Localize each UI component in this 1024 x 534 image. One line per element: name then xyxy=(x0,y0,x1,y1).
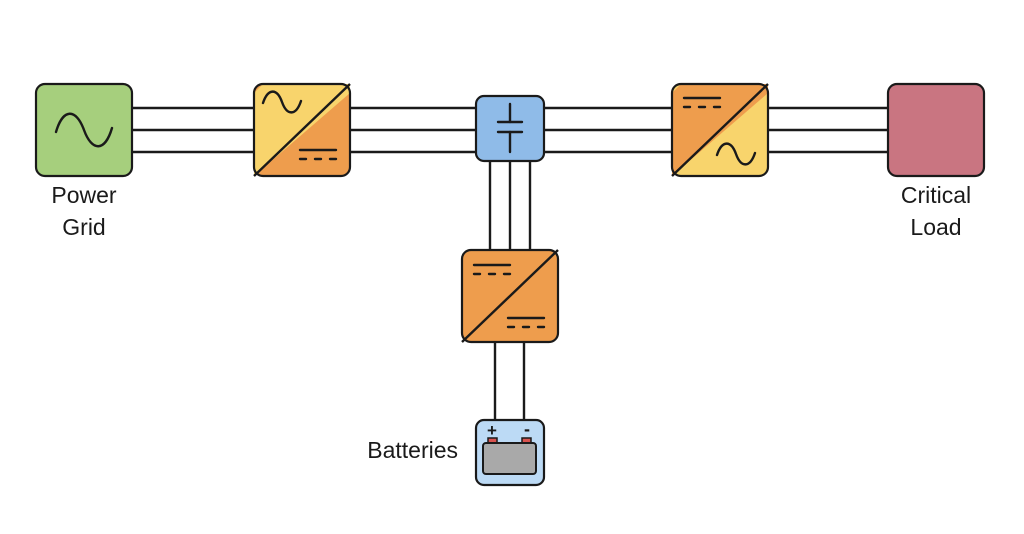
battery-icon xyxy=(482,437,537,475)
dcdc-diagonal xyxy=(461,249,559,343)
dcdc-top-dc-icon xyxy=(472,263,512,276)
rectifier-sine-icon xyxy=(261,90,303,114)
critical-load-label-line2: Load xyxy=(910,214,961,240)
battery-minus-sign: - xyxy=(524,419,530,439)
inverter-node xyxy=(670,82,770,178)
rectifier-dc-icon xyxy=(298,148,338,161)
power-grid-label-line1: Power xyxy=(51,182,117,208)
batteries-node: + - xyxy=(474,418,546,487)
bus-to-dcdc-wires xyxy=(488,161,532,250)
ac-input-wires xyxy=(133,106,254,154)
inverter-diagonal xyxy=(671,83,769,177)
dcdc-bottom-dc-icon xyxy=(506,316,546,329)
inverter-dc-icon xyxy=(682,96,722,109)
rectifier-diagonal xyxy=(253,83,351,177)
dc-bus-box xyxy=(474,94,546,163)
dc-bus-node xyxy=(474,94,546,163)
critical-load-label-line1: Critical xyxy=(901,182,971,208)
capacitor-icon xyxy=(496,102,524,154)
critical-load-box xyxy=(886,82,986,178)
bus-to-inverter-wires xyxy=(544,106,672,154)
ac-sine-icon xyxy=(54,112,114,148)
inverter-sine-icon xyxy=(715,142,757,166)
power-grid-node xyxy=(34,82,134,178)
power-grid-label-line2: Grid xyxy=(62,214,105,240)
rectifier-to-bus-wires xyxy=(350,106,476,154)
battery-plus-sign: + xyxy=(487,421,497,440)
batteries-label: Batteries xyxy=(367,437,458,463)
rectifier-node xyxy=(252,82,352,178)
inverter-to-load-wires xyxy=(768,106,888,154)
critical-load-node xyxy=(886,82,986,178)
dcdc-to-battery-wires xyxy=(493,342,526,420)
dcdc-converter-node xyxy=(460,248,560,344)
